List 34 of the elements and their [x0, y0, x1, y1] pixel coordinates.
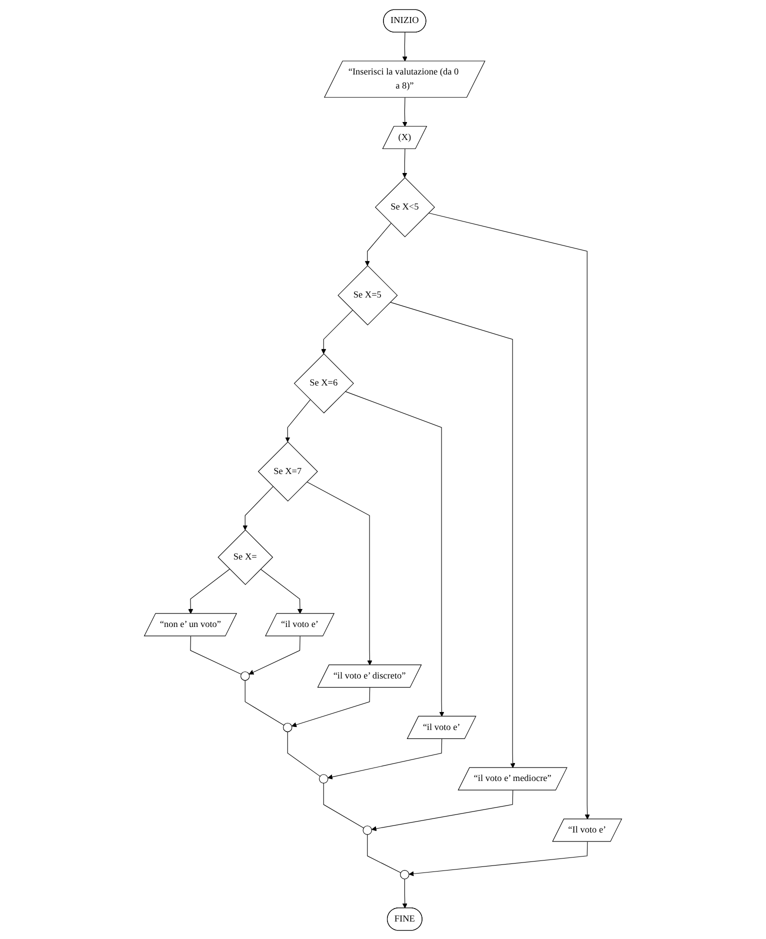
connector	[244, 680, 284, 725]
connector	[287, 731, 320, 776]
arrow	[188, 568, 230, 614]
node-circle	[362, 825, 372, 834]
arrow	[364, 222, 392, 266]
node-diamond: Se X=	[218, 529, 274, 584]
arrow	[408, 840, 588, 876]
node-diamond: Se X=7	[258, 440, 318, 501]
arrow	[402, 878, 408, 908]
arrow	[428, 212, 590, 819]
arrow	[321, 309, 353, 354]
node-circle	[240, 670, 250, 680]
arrow	[402, 32, 408, 62]
node-circle	[319, 774, 328, 783]
arrow	[328, 738, 442, 779]
arrow	[285, 398, 311, 442]
node-circle	[283, 722, 292, 732]
arrow	[344, 390, 444, 716]
connector	[190, 635, 242, 674]
connector	[367, 834, 402, 873]
arrow	[371, 790, 514, 831]
arrow	[260, 568, 303, 614]
arrow	[242, 486, 274, 530]
arrow	[390, 301, 516, 768]
arrow	[292, 686, 370, 727]
node-diamond: Se X<5	[374, 176, 435, 237]
arrow	[248, 635, 300, 674]
node-circle	[400, 870, 410, 879]
arrow	[402, 96, 408, 126]
arrow	[402, 148, 408, 178]
connector	[323, 782, 364, 828]
arrow	[306, 481, 372, 665]
node-diamond: Se X=6	[294, 352, 354, 413]
node-diamond: Se X=5	[338, 264, 398, 325]
